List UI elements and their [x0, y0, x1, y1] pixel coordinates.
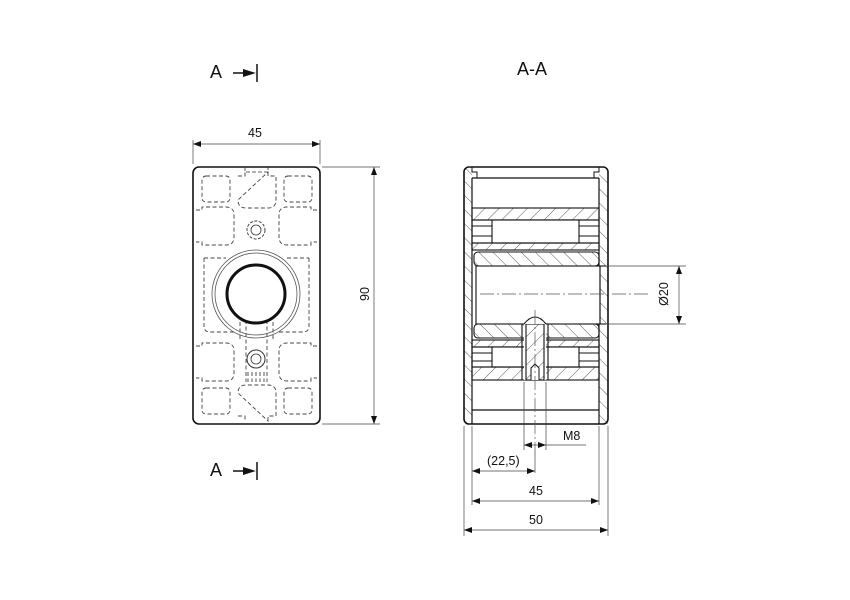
- section-marker-top-label: A: [210, 62, 223, 82]
- front-view: [192, 166, 321, 425]
- section-view: [463, 166, 650, 450]
- bore-diameter-dimension: Ø20: [656, 282, 671, 306]
- front-dimensions: [192, 140, 380, 425]
- section-marker-bottom-label: A: [210, 460, 223, 480]
- section-dimensions: [463, 265, 686, 536]
- section-arrow-top: [233, 64, 258, 82]
- inner-width-dimension: 45: [529, 484, 543, 498]
- front-width-dimension: 45: [248, 126, 262, 140]
- section-arrow-bottom: [233, 462, 258, 480]
- front-height-dimension: 90: [357, 287, 372, 301]
- overall-width-dimension: 50: [529, 513, 543, 527]
- section-title: A-A: [517, 59, 548, 79]
- offset-dimension: (22,5): [487, 454, 520, 468]
- thread-dimension: M8: [563, 429, 581, 443]
